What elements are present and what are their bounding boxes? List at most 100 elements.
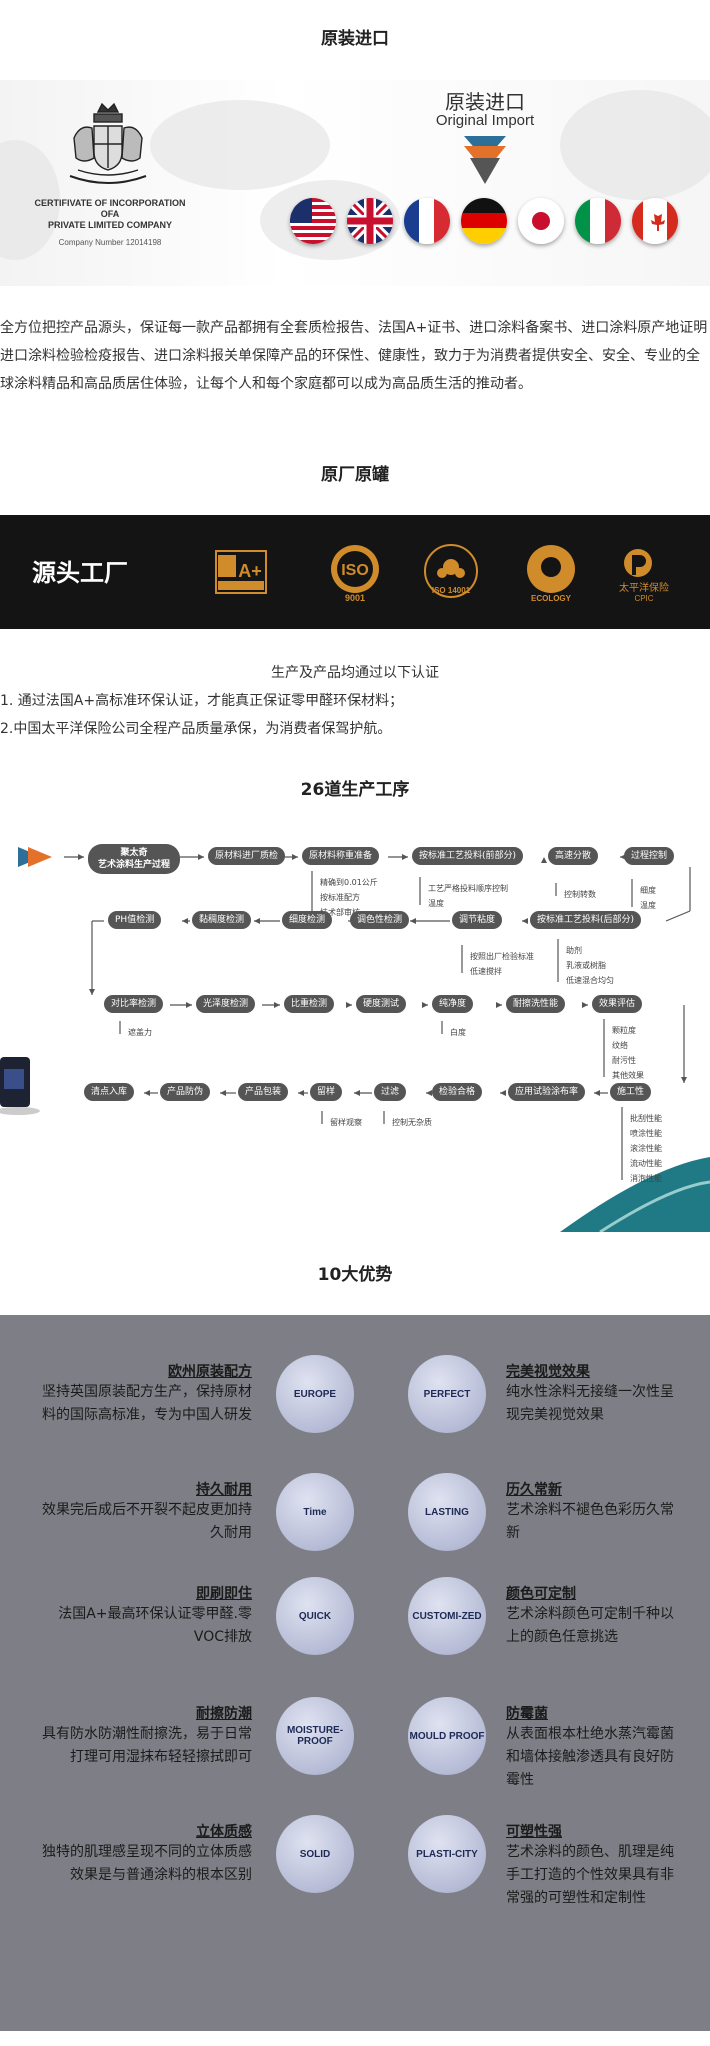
- certification-line-2: 2.中国太平洋保险公司全程产品质量承保，为消费者保驾护航。: [0, 721, 392, 737]
- effect-note: 颗粒度: [612, 1026, 636, 1035]
- process-step: 高速分散: [548, 847, 599, 865]
- advantage-desc: 艺术涂料颜色可定制千种以上的颜色任意挑选: [506, 1606, 674, 1645]
- process-step: 施工性: [610, 1083, 652, 1101]
- process-step: 效果评估: [592, 995, 643, 1013]
- section-title-import: 原装进口: [321, 29, 389, 49]
- time-icon: Time: [276, 1473, 354, 1551]
- ecology-badge-icon: ECOLOGY: [527, 545, 575, 603]
- import-banner: CERTIFIVATE OF INCORPORATION OFA PRIVATE…: [0, 80, 710, 286]
- advantage-desc: 纯水性涂料无接缝一次性呈现完美视觉效果: [506, 1384, 674, 1423]
- intro-paragraph: 全方位把控产品源头，保证每一款产品都拥有全套质检报告、法国A+证书、进口涂料备案…: [0, 320, 708, 392]
- iso9001-badge-icon: ISO 9001: [331, 545, 379, 603]
- process-step: 产品防伪: [160, 1083, 211, 1101]
- feed2-note: 乳液或树脂: [566, 961, 606, 970]
- advantage-title: 历久常新: [506, 1482, 562, 1498]
- solid-icon: SOLID: [276, 1815, 354, 1893]
- section-title-advantages: 10大优势: [317, 1265, 393, 1285]
- paint-bucket-icon: [0, 1057, 40, 1115]
- germany-flag-icon: [461, 198, 507, 244]
- uk-flag-icon: [347, 198, 393, 244]
- import-heading-cn: 原装进口: [445, 90, 525, 114]
- iso14001-badge-icon: ISO 14001: [424, 544, 478, 598]
- process-step: 过程控制: [624, 847, 675, 865]
- advantage-title: 防霉菌: [506, 1706, 548, 1722]
- quick-icon: QUICK: [276, 1577, 354, 1655]
- advantage-item: 耐擦防潮具有防水防潮性耐擦洗，易于日常打理可用湿抹布轻轻擦拭即可: [30, 1703, 252, 1769]
- process-connectors: [18, 847, 710, 1232]
- advantage-item: 防霉菌从表面根本杜绝水蒸汽霉菌和墙体接触渗透具有良好防霉性: [506, 1703, 686, 1792]
- advantage-item: 可塑性强艺术涂料的颜色、肌理是纯手工打造的个性效果具有非常强的可塑性和定制性: [506, 1821, 686, 1910]
- section-title-process: 26道生产工序: [300, 780, 410, 800]
- europe-icon: EUROPE: [276, 1355, 354, 1433]
- france-flag-icon: [404, 198, 450, 244]
- advantage-title: 完美视觉效果: [506, 1364, 590, 1380]
- a-plus-badge-icon: A+: [215, 550, 267, 594]
- advantage-item: 立体质感独特的肌理感呈现不同的立体质感效果是与普通涂料的根本区别: [30, 1821, 252, 1887]
- process-start-node: 聚太奇 艺术涂料生产过程: [88, 844, 181, 874]
- plasticity-icon: PLASTI-CITY: [408, 1815, 486, 1893]
- process-step: 对比率检测: [104, 995, 164, 1013]
- advantage-icon-label: Time: [303, 1506, 327, 1518]
- a-plus-badge-text: A+: [238, 561, 262, 581]
- process-step: 耐擦洗性能: [506, 995, 566, 1013]
- canada-flag-icon: [632, 198, 678, 244]
- process-step: 比重检测: [284, 995, 335, 1013]
- process-step: 按标准工艺投料(后部分): [530, 911, 642, 929]
- weigh-note: 精确到0.01公斤: [320, 878, 378, 887]
- perfect-icon: PERFECT: [408, 1355, 486, 1433]
- process-step: 细度检测: [282, 911, 333, 929]
- cpic-badge-sub: CPIC: [634, 594, 653, 603]
- lasting-icon: LASTING: [408, 1473, 486, 1551]
- japan-flag-icon: [518, 198, 564, 244]
- advantage-icon-label: QUICK: [298, 1610, 332, 1622]
- viscosity-note: 低速搅拌: [470, 967, 502, 976]
- construct-note: 流动性能: [630, 1159, 662, 1168]
- cert-line-3: PRIVATE LIMITED COMPANY: [47, 220, 172, 230]
- process-step: 调色性检测: [350, 911, 410, 929]
- control-note: 温度: [640, 901, 656, 910]
- ecology-badge-text: ECOLOGY: [531, 594, 572, 603]
- mould-proof-icon: MOULD PROOF: [408, 1697, 486, 1775]
- advantage-icon-label: EUROPE: [293, 1388, 337, 1400]
- process-step: 检验合格: [432, 1083, 483, 1101]
- process-step: 黏稠度检测: [192, 911, 252, 929]
- viscosity-note: 按照出厂检验标准: [470, 952, 534, 961]
- sample-note: 留样观察: [330, 1118, 362, 1127]
- iso-badge-text: ISO: [341, 562, 369, 579]
- effect-note: 纹络: [612, 1041, 628, 1050]
- process-step: 清点入库: [84, 1083, 135, 1101]
- advantage-icon-label: MOULD PROOF: [409, 1730, 485, 1742]
- feed2-note: 低速混合均匀: [566, 976, 614, 985]
- advantage-item: 欧州原装配方坚持英国原装配方生产，保持原材料的国际高标准，专为中国人研发: [30, 1361, 252, 1427]
- section-title-factory: 原厂原罐: [321, 465, 389, 485]
- advantage-item: 颜色可定制艺术涂料颜色可定制千种以上的颜色任意挑选: [506, 1583, 686, 1649]
- process-step: 产品包装: [238, 1083, 289, 1101]
- iso14001-badge-text: ISO 14001: [432, 586, 471, 595]
- royal-crest-icon: [69, 102, 147, 184]
- advantage-desc: 从表面根本杜绝水蒸汽霉菌和墙体接触渗透具有良好防霉性: [506, 1726, 674, 1788]
- construct-note: 喷涂性能: [630, 1129, 662, 1138]
- construct-note: 滚涂性能: [630, 1144, 662, 1153]
- factory-banner: 源头工厂 A+ ISO 9001 ISO 14001 ECOLOGY 太平洋保险…: [0, 515, 710, 629]
- process-step: 原材料进厂质检: [208, 847, 286, 865]
- advantage-desc: 坚持英国原装配方生产，保持原材料的国际高标准，专为中国人研发: [42, 1384, 252, 1423]
- process-step: 调节粘度: [452, 911, 503, 929]
- cert-line-2: OFA: [100, 209, 120, 219]
- feed-note: 工艺严格投料顺序控制: [428, 884, 508, 893]
- advantage-icon-label: MOISTURE-PROOF: [286, 1725, 344, 1747]
- disperse-note: 控制转数: [564, 890, 596, 899]
- construct-note: 消泡性能: [630, 1174, 662, 1183]
- advantage-item: 历久常新艺术涂料不褪色色彩历久常新: [506, 1479, 686, 1545]
- moisture-proof-icon: MOISTURE-PROOF: [276, 1697, 354, 1775]
- effect-note: 耐污性: [612, 1056, 636, 1065]
- advantage-icon-label: PLASTI-CITY: [416, 1848, 478, 1860]
- process-step: 硬度测试: [356, 995, 407, 1013]
- certification-heading: 生产及产品均通过以下认证: [271, 665, 439, 681]
- process-step: 原材料称重准备: [302, 847, 380, 865]
- advantage-desc: 独特的肌理感呈现不同的立体质感效果是与普通涂料的根本区别: [42, 1844, 252, 1883]
- cert-line-1: CERTIFIVATE OF INCORPORATION: [34, 198, 186, 208]
- usa-flag-icon: [290, 198, 336, 244]
- process-step: 过滤: [374, 1083, 407, 1101]
- cpic-logo-icon: 太平洋保险 CPIC: [619, 549, 669, 603]
- process-step: 光泽度检测: [196, 995, 256, 1013]
